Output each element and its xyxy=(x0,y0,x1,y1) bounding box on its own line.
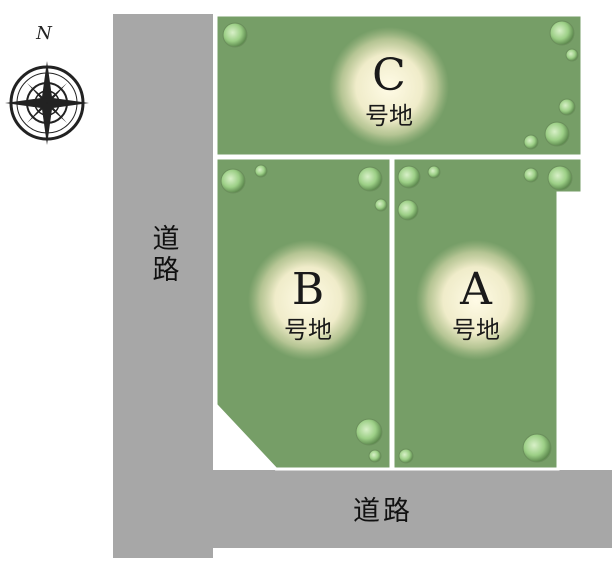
tree-icon xyxy=(397,199,419,221)
compass-rose-icon xyxy=(5,61,89,145)
roads xyxy=(113,14,612,576)
tree-icon xyxy=(547,165,573,191)
road-south xyxy=(113,470,612,558)
tree-icon xyxy=(220,168,246,194)
tree-icon xyxy=(544,121,570,147)
lot-a-suffix: 号地 xyxy=(452,316,500,344)
tree-icon xyxy=(357,166,383,192)
lot-c-letter: C xyxy=(372,50,406,101)
tree-icon xyxy=(523,167,539,183)
tree-icon xyxy=(222,22,248,48)
tree-icon xyxy=(368,449,382,463)
tree-icon xyxy=(549,20,575,46)
lot-labels: C 号地 B 号地 A 号地 xyxy=(284,50,500,344)
lot-b-letter: B xyxy=(292,264,324,315)
tree-icon xyxy=(398,448,414,464)
lot-c-glow xyxy=(329,27,449,147)
tree-icon xyxy=(427,165,441,179)
lot-label-glows xyxy=(248,27,536,360)
tree-icon xyxy=(523,134,539,150)
tree-icon xyxy=(397,165,421,189)
lot-c-suffix: 号地 xyxy=(365,102,413,130)
lot-b-glow xyxy=(248,240,368,360)
trees xyxy=(220,20,579,464)
lot-a-letter: A xyxy=(459,264,493,315)
tree-icon xyxy=(522,433,552,463)
tree-icon xyxy=(355,418,383,446)
road-west xyxy=(113,14,213,558)
tree-icon xyxy=(558,98,576,116)
tree-icon xyxy=(254,164,268,178)
road-west-label: 道路 xyxy=(148,224,179,286)
lot-b-suffix: 号地 xyxy=(284,316,332,344)
lot-a-glow xyxy=(416,240,536,360)
tree-icon xyxy=(374,198,388,212)
north-label: N xyxy=(35,23,53,44)
road-south-label: 道路 xyxy=(353,496,413,527)
tree-icon xyxy=(565,48,579,62)
road-corner-gap xyxy=(213,548,612,576)
